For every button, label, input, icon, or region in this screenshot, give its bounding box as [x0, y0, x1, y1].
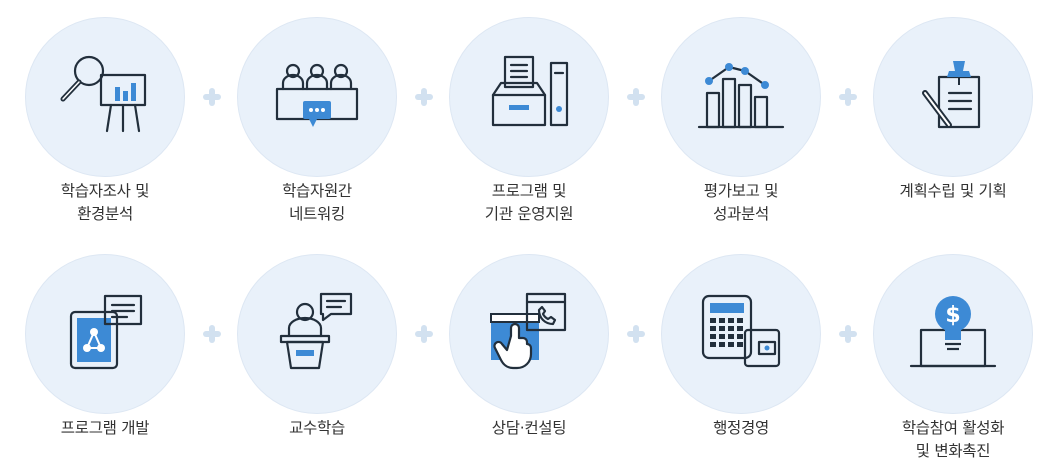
research-analysis-icon	[60, 55, 147, 133]
service-label: 학습자조사 및 환경분석	[0, 180, 210, 226]
service-label: 교수학습	[212, 417, 422, 440]
label-line: 성과분석	[713, 205, 769, 223]
plus-icon	[414, 324, 434, 344]
icon-circle	[661, 17, 821, 177]
label-line: 프로그램 개발	[60, 419, 150, 437]
svg-text:$: $	[945, 303, 960, 328]
networking-icon	[275, 63, 359, 127]
lecture-podium-icon	[279, 292, 353, 370]
icon-circle	[449, 17, 609, 177]
label-line: 교수학습	[289, 419, 345, 437]
label-line: 평가보고 및	[703, 182, 779, 200]
icon-circle	[449, 254, 609, 414]
label-line: 상담·컨설팅	[491, 419, 567, 437]
icon-circle	[25, 17, 185, 177]
service-label: 상담·컨설팅	[424, 417, 634, 440]
label-line: 학습참여 활성화	[901, 419, 1005, 437]
plus-icon	[202, 87, 222, 107]
service-label: 학습자원간 네트워킹	[212, 180, 422, 226]
calculator-wallet-icon	[701, 294, 781, 368]
label-line: 환경분석	[77, 205, 133, 223]
icon-circle	[237, 17, 397, 177]
label-line: 학습자원간	[282, 182, 352, 200]
label-line: 프로그램 및	[491, 182, 567, 200]
label-line: 행정경영	[713, 419, 769, 437]
consulting-touch-icon	[490, 292, 567, 370]
icon-circle	[237, 254, 397, 414]
service-label: 프로그램 및 기관 운영지원	[424, 180, 634, 226]
plus-icon	[626, 324, 646, 344]
tablet-network-icon	[69, 294, 143, 370]
icon-circle	[661, 254, 821, 414]
plus-icon	[202, 324, 222, 344]
icon-circle: $	[873, 254, 1033, 414]
icon-circle	[873, 17, 1033, 177]
laptop-idea-dollar-icon: $	[909, 296, 997, 368]
service-label: 평가보고 및 성과분석	[636, 180, 846, 226]
plus-icon	[414, 87, 434, 107]
service-label: 학습참여 활성화 및 변화촉진	[848, 417, 1058, 463]
label-line: 학습자조사 및	[60, 182, 150, 200]
bar-chart-icon	[697, 63, 785, 129]
icon-circle	[25, 254, 185, 414]
label-line: 및 변화촉진	[915, 442, 991, 460]
service-label: 행정경영	[636, 417, 846, 440]
service-label: 계획수립 및 기획	[848, 180, 1058, 203]
label-line: 네트워킹	[289, 205, 345, 223]
plus-icon	[626, 87, 646, 107]
label-line: 계획수립 및 기획	[899, 182, 1007, 200]
service-label: 프로그램 개발	[0, 417, 210, 440]
label-line: 기관 운영지원	[484, 205, 574, 223]
plus-icon	[838, 87, 858, 107]
planning-document-icon	[922, 61, 981, 129]
document-tray-icon	[491, 55, 569, 127]
plus-icon	[838, 324, 858, 344]
